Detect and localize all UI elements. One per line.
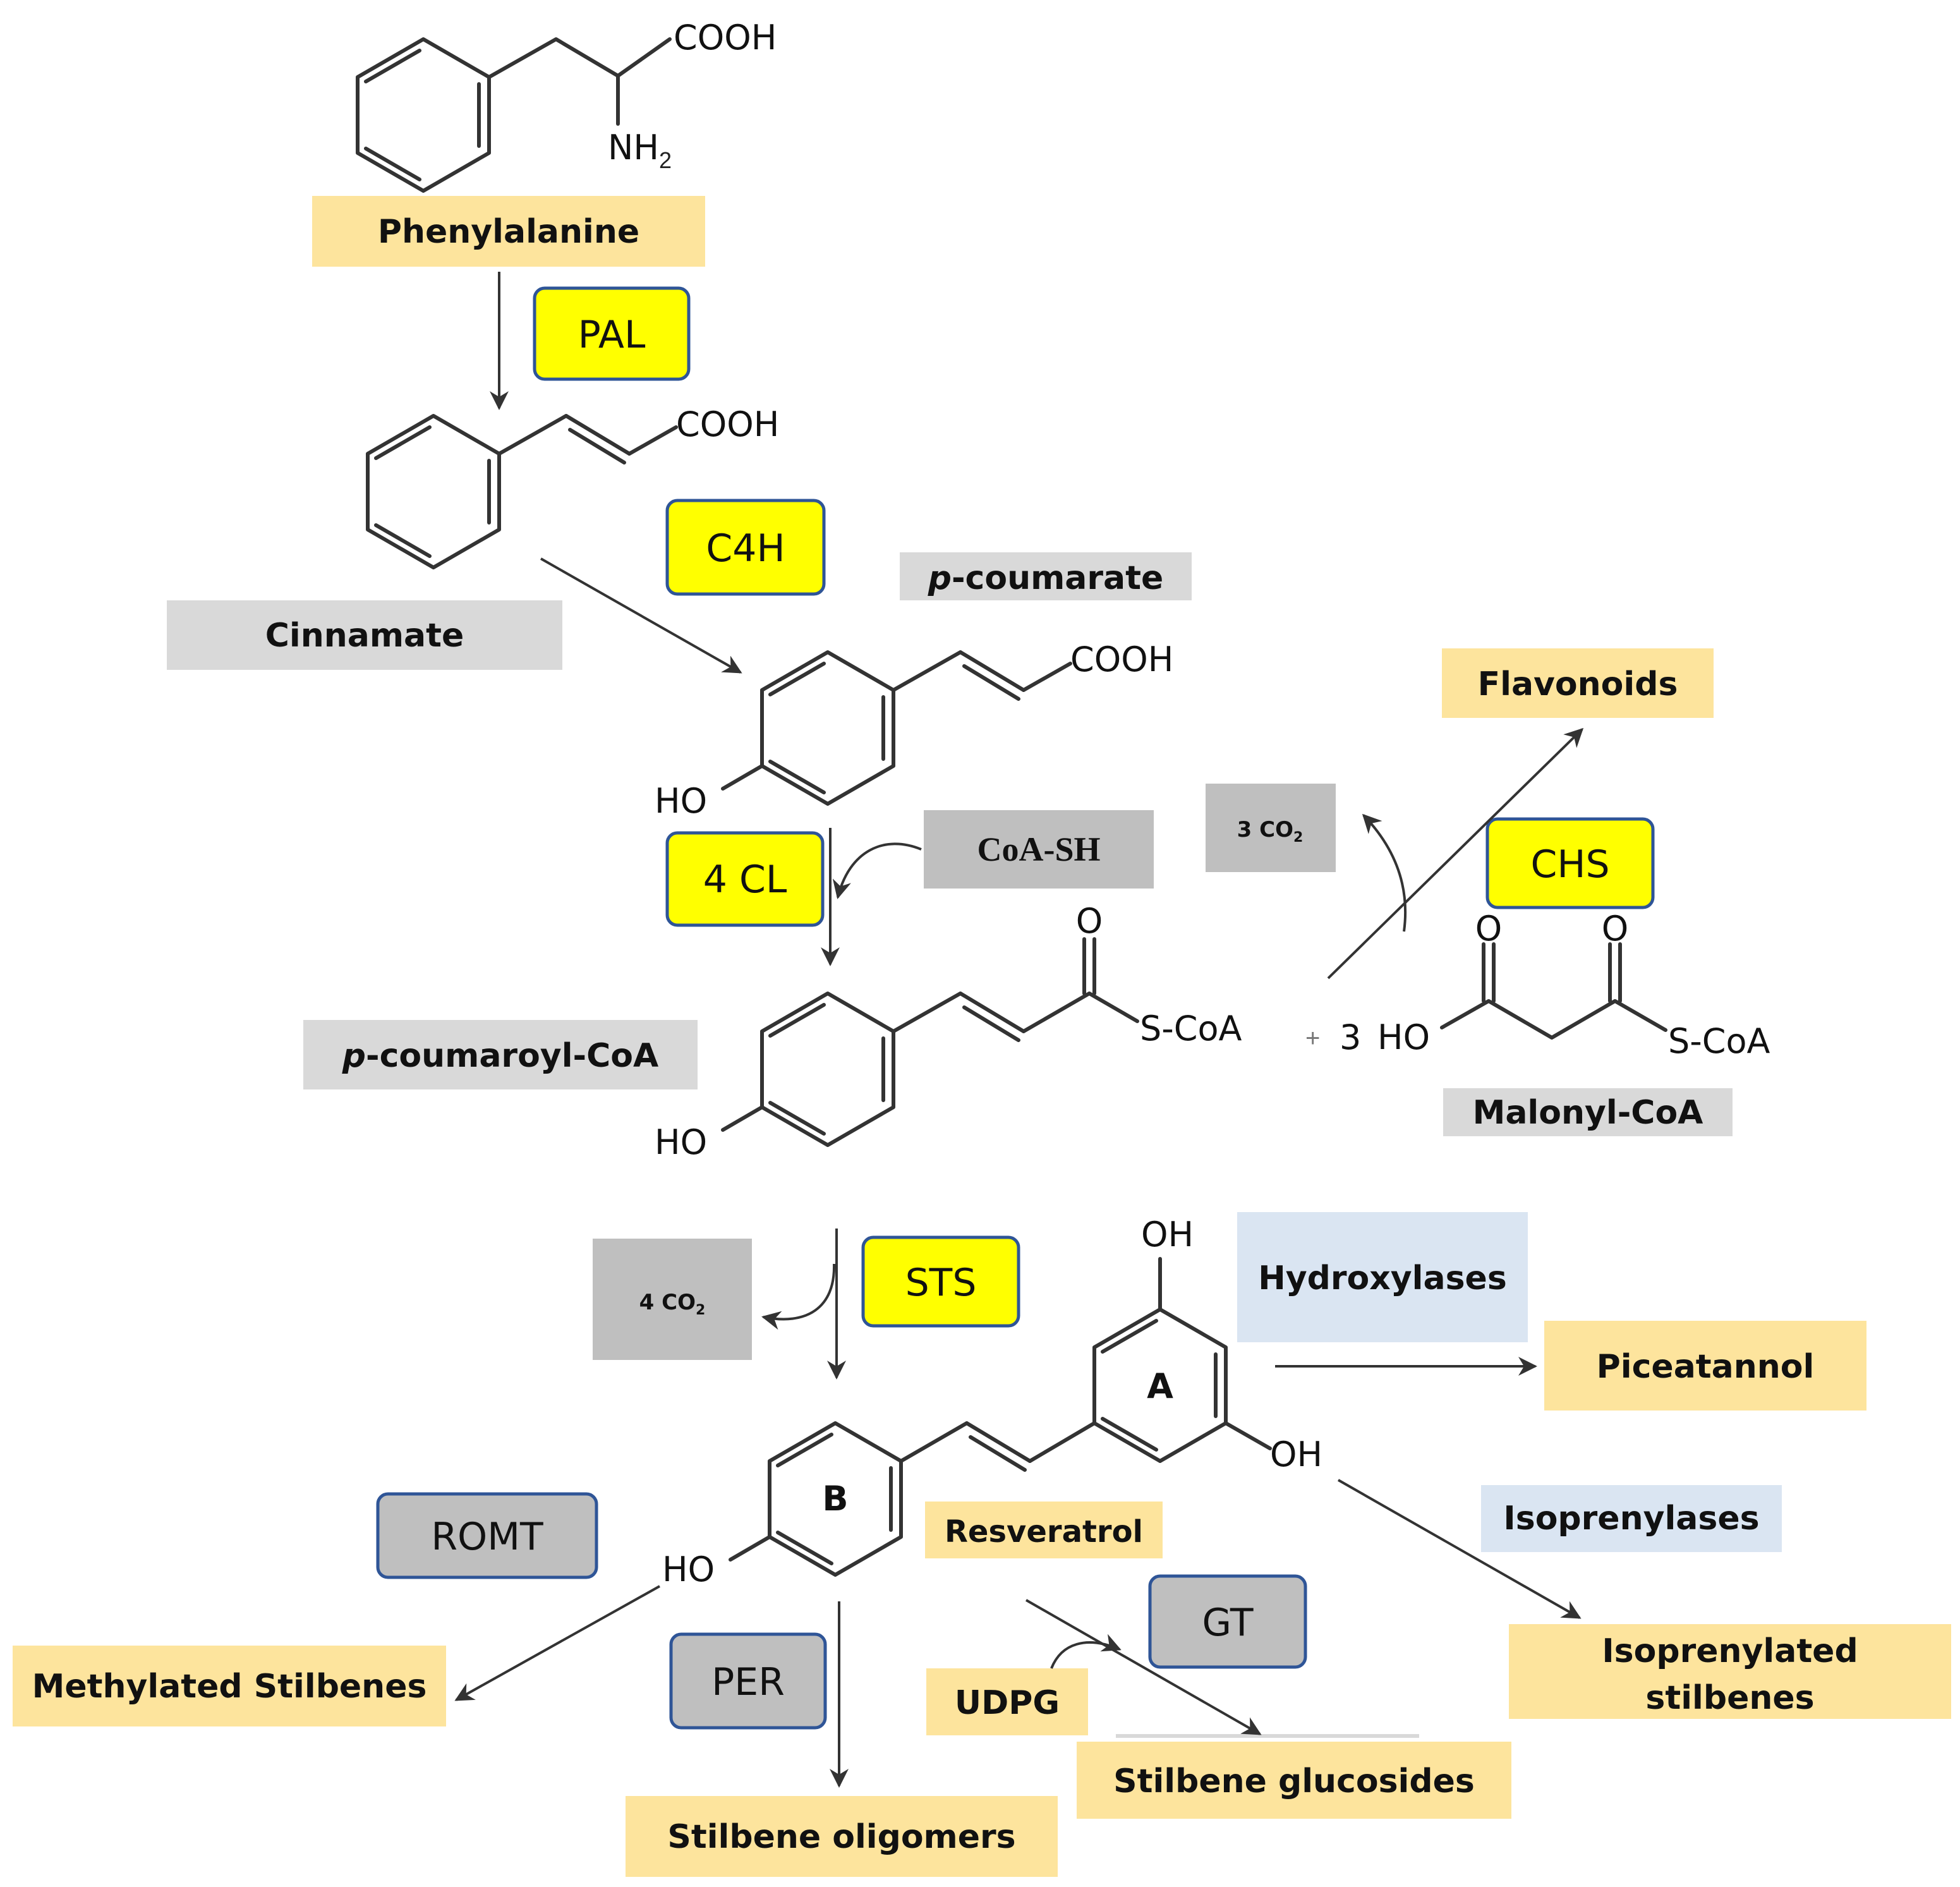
mal-o2-text: O <box>1602 909 1629 949</box>
label-udpg: UDPG <box>926 1668 1088 1735</box>
4cl-text: 4 CL <box>703 858 787 902</box>
udpg-text: UDPG <box>955 1684 1060 1722</box>
mal-o1-text: O <box>1475 909 1503 949</box>
sts-text: STS <box>905 1261 977 1305</box>
glucosides-text: Stilbene glucosides <box>1113 1763 1475 1800</box>
gt-text: GT <box>1202 1601 1253 1645</box>
label-methylated-stilbenes: Methylated Stilbenes <box>13 1646 446 1726</box>
pcoa-scoa-text: S-CoA <box>1140 1009 1242 1048</box>
mal-scoa-text: S-CoA <box>1668 1021 1770 1061</box>
label-stilbene-oligomers: Stilbene oligomers <box>626 1796 1058 1877</box>
label-resveratrol: Resveratrol <box>925 1502 1163 1558</box>
enzyme-c4h: C4H <box>665 499 826 596</box>
malonyl-coa-text: Malonyl-CoA <box>1473 1094 1703 1132</box>
methylated-text: Methylated Stilbenes <box>32 1668 427 1706</box>
label-malonyl-coa: Malonyl-CoA <box>1443 1088 1733 1136</box>
mal-ho-text: HO <box>1377 1017 1430 1057</box>
enzyme-sts: STS <box>861 1235 1020 1328</box>
label-3-co2: 3 CO2 <box>1206 784 1336 872</box>
label-cinnamate: Cinnamate <box>167 600 562 670</box>
4-co2-text: 4 CO2 <box>639 1290 706 1318</box>
phenylalanine-text: Phenylalanine <box>378 213 639 251</box>
chs-text: CHS <box>1530 842 1609 887</box>
enzyme-chs: CHS <box>1485 817 1655 909</box>
pcoa-ho-text: HO <box>655 1122 707 1162</box>
pcm-ho-text: HO <box>655 781 707 821</box>
cinnamate-text: Cinnamate <box>265 617 464 655</box>
pcoa-o-text: O <box>1076 901 1103 941</box>
structure-resveratrol: B A OH OH HO <box>662 1215 1322 1589</box>
enzyme-per: PER <box>669 1632 827 1730</box>
label-p-coumarate: p-coumarate <box>900 552 1192 600</box>
res-oh2-text: OH <box>1270 1435 1322 1474</box>
enzyme-gt: GT <box>1148 1574 1307 1669</box>
plus-text: + <box>1305 1024 1320 1052</box>
cin-cooh-text: COOH <box>676 404 779 444</box>
flavonoids-text: Flavonoids <box>1478 665 1678 703</box>
phe-cooh-text: COOH <box>674 18 777 58</box>
c4h-text: C4H <box>706 526 785 571</box>
res-oh1-text: OH <box>1141 1215 1194 1254</box>
label-p-coumaroyl-coa: p-coumaroyl-CoA <box>303 1020 698 1089</box>
romt-text: ROMT <box>431 1515 543 1559</box>
pathway-arrows <box>454 272 1584 1788</box>
isoprenylated-text-line1: Isoprenylated <box>1602 1632 1858 1670</box>
per-text: PER <box>711 1660 785 1704</box>
isoprenylases-text: Isoprenylases <box>1503 1500 1759 1538</box>
p-coumarate-text: p-coumarate <box>928 559 1164 597</box>
res-ho-text: HO <box>662 1550 715 1589</box>
ring-b-text: B <box>822 1479 848 1519</box>
resveratrol-text: Resveratrol <box>945 1514 1143 1550</box>
label-isoprenylases: Isoprenylases <box>1481 1485 1782 1552</box>
3-co2-text: 3 CO2 <box>1237 817 1304 846</box>
structure-phenylalanine: COOH NH2 <box>356 18 777 193</box>
ring-a-text: A <box>1147 1366 1173 1406</box>
label-hydroxylases: Hydroxylases <box>1237 1212 1528 1342</box>
label-coa-sh: CoA-SH <box>924 810 1154 889</box>
pal-text: PAL <box>578 313 646 357</box>
hydroxylases-text: Hydroxylases <box>1258 1259 1507 1297</box>
phe-nh2-text: NH2 <box>608 128 672 173</box>
structure-malonyl-coa: + 3 HO O O S-CoA <box>1305 909 1770 1061</box>
structure-p-coumarate: COOH HO <box>655 640 1173 821</box>
three-text: 3 <box>1340 1017 1361 1057</box>
label-phenylalanine: Phenylalanine <box>312 196 705 267</box>
enzyme-romt: ROMT <box>376 1492 598 1579</box>
label-isoprenylated-stilbenes: Isoprenylated stilbenes <box>1509 1624 1951 1719</box>
isoprenylated-text-line2: stilbenes <box>1645 1679 1814 1717</box>
structure-cinnamate: COOH <box>366 404 779 569</box>
enzyme-pal: PAL <box>533 286 691 381</box>
oligomers-text: Stilbene oligomers <box>667 1818 1015 1856</box>
label-piceatannol: Piceatannol <box>1544 1321 1866 1411</box>
coa-sh-text: CoA-SH <box>977 830 1100 868</box>
label-flavonoids: Flavonoids <box>1442 648 1714 718</box>
label-4-co2: 4 CO2 <box>593 1239 752 1360</box>
structure-p-coumaroyl-coa: O S-CoA HO <box>655 901 1242 1162</box>
p-coumaroyl-coa-text: p-coumaroyl-CoA <box>342 1037 658 1075</box>
label-stilbene-glucosides: Stilbene glucosides <box>1077 1734 1511 1819</box>
enzyme-4cl: 4 CL <box>665 831 825 927</box>
piceatannol-text: Piceatannol <box>1597 1348 1815 1386</box>
pcm-cooh-text: COOH <box>1070 640 1173 679</box>
